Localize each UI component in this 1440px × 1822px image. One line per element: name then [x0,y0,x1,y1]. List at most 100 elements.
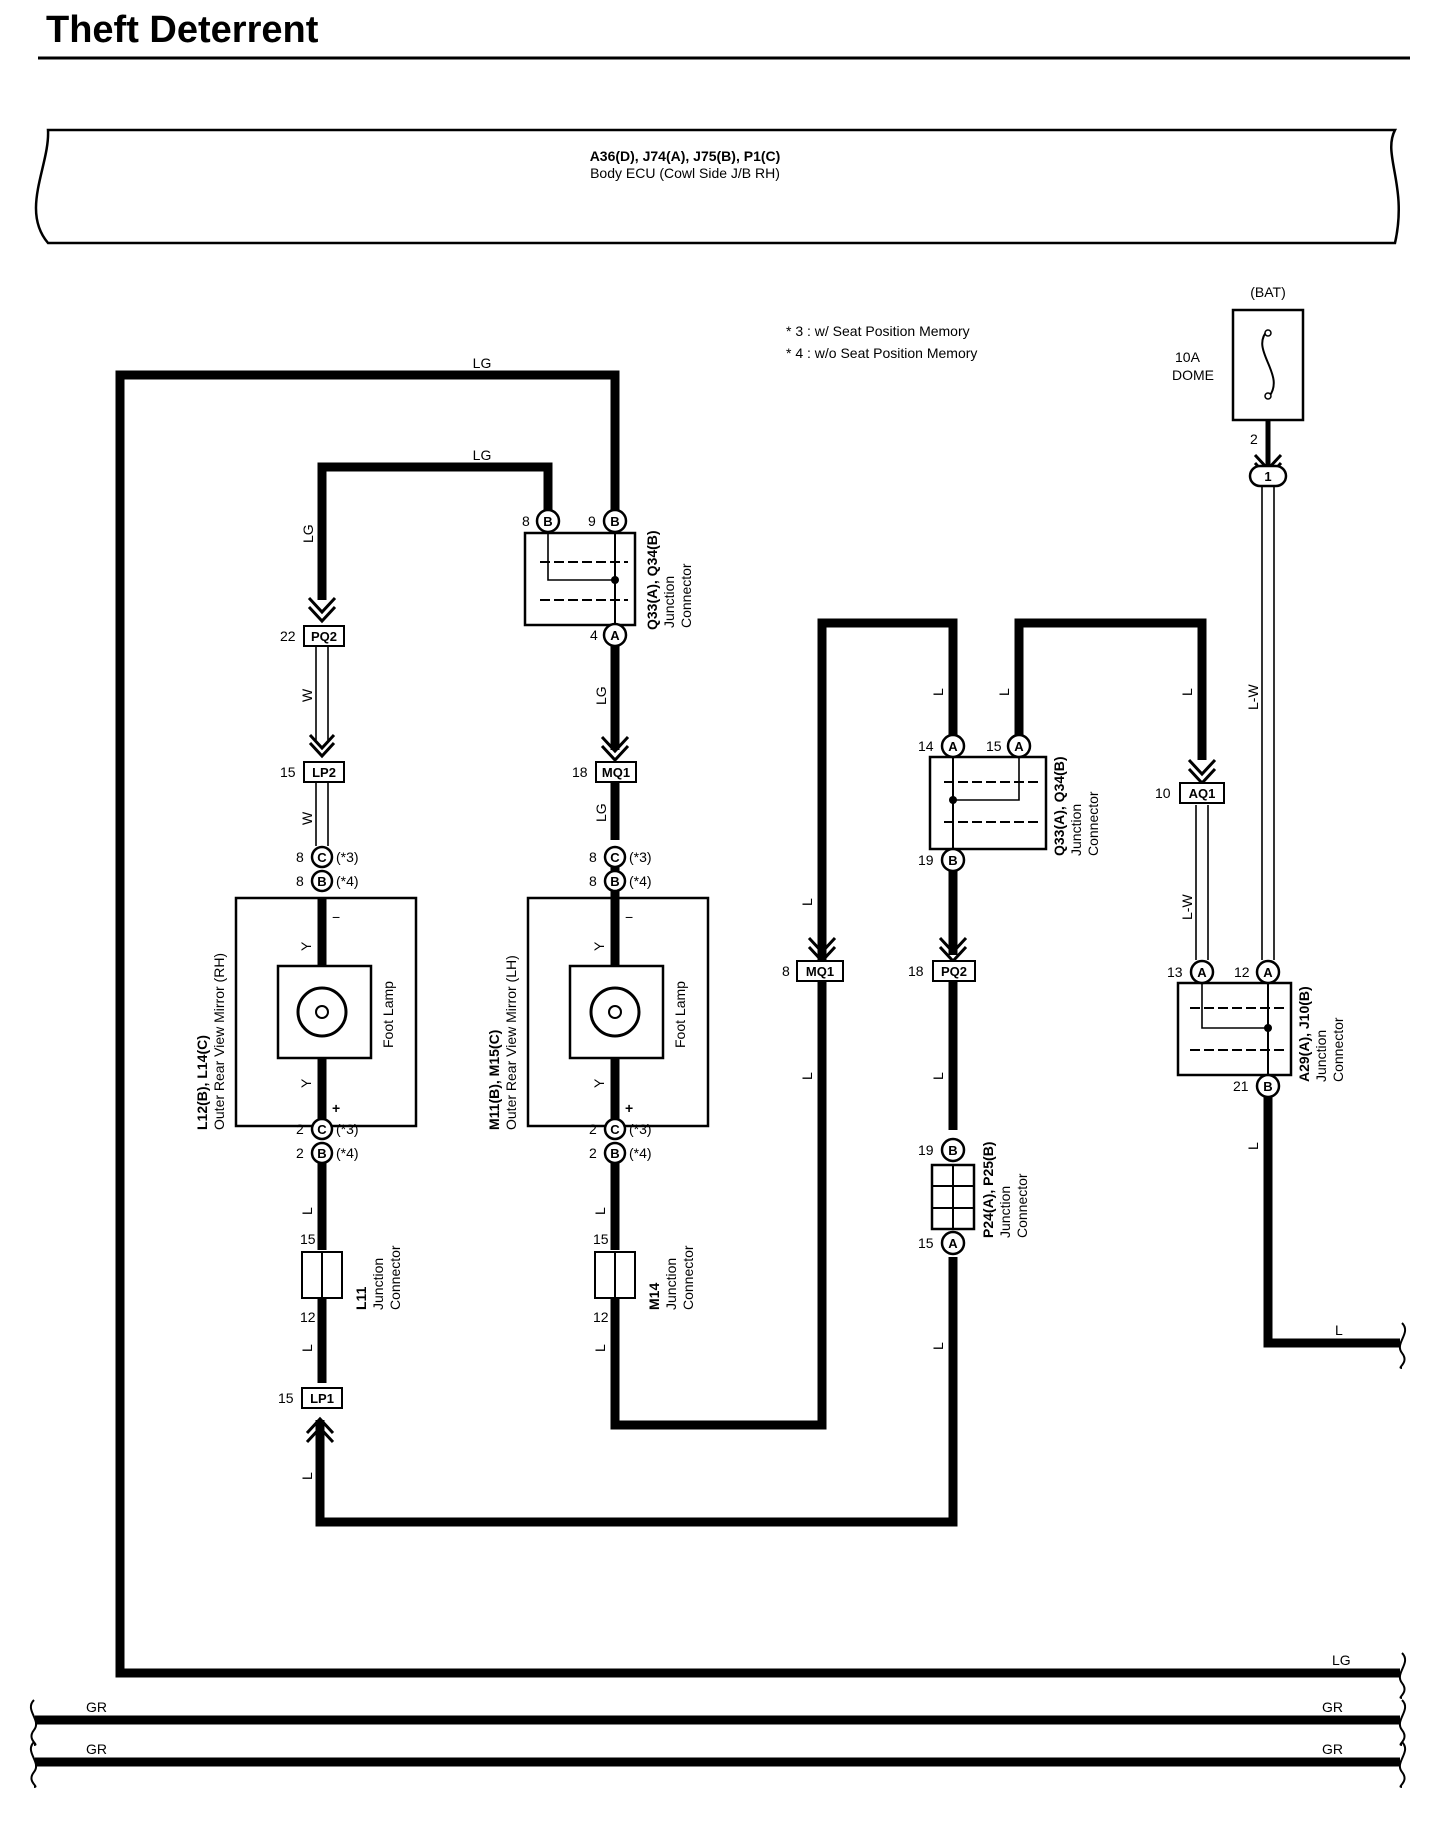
svg-text:A: A [948,1236,958,1251]
l11-junction: Junction [370,1258,386,1310]
svg-text:8: 8 [589,873,597,889]
svg-text:C: C [610,1122,620,1137]
wire-label-l-mid-2: L [799,1072,815,1080]
svg-text:B: B [610,1146,619,1161]
q33-top-pin-4: 4 A [590,622,628,648]
svg-text:10: 10 [1155,785,1171,801]
q33-top-name: Q33(A), Q34(B) [644,530,660,630]
p24-pin-15: 15 A [918,1230,966,1256]
svg-text:A: A [1263,965,1273,980]
a29-pin-12: 12 A [1234,959,1281,985]
double-wires [315,487,1275,960]
svg-text:2: 2 [589,1145,597,1161]
arrow-heads [305,453,1283,1444]
svg-text:19: 19 [918,852,934,868]
mirror-lh-plus: + [625,1100,633,1116]
svg-text:B: B [1263,1079,1272,1094]
svg-text:PQ2: PQ2 [311,629,337,644]
svg-text:8: 8 [589,849,597,865]
wire-label-lg-q33: LG [593,686,609,705]
wire-label-l-lh-1: L [592,1207,608,1215]
svg-text:22: 22 [280,628,296,644]
svg-text:(*4): (*4) [629,1145,652,1161]
p24-pin-19: 19 B [918,1137,966,1163]
wire-label-l-q33-1: L [930,688,946,696]
fuse-rating: 10A [1175,349,1201,365]
svg-text:9: 9 [588,513,596,529]
m14-connector-label: Connector [680,1245,696,1310]
q33-top-junction: Junction [661,576,677,628]
svg-text:LP1: LP1 [310,1391,334,1406]
m14-name: M14 [646,1283,662,1310]
a29-connector-label: Connector [1330,1017,1346,1082]
fuse-pin: 2 [1250,431,1258,447]
wire-label-l-rh-3: L [299,1472,315,1480]
wire-label-l-rh-2: L [299,1344,315,1352]
svg-text:A: A [1197,965,1207,980]
wire-label-lg-mq1: LG [593,803,609,822]
wire-label-gr-right-1: GR [1322,1699,1343,1715]
p24-junction: Junction [997,1186,1013,1238]
pq2-left: 22 PQ2 [280,625,345,647]
mirror-lh-pin-8b: 8 B (*4) [589,869,652,893]
svg-text:12: 12 [593,1309,609,1325]
svg-text:15: 15 [300,1231,316,1247]
svg-text:MQ1: MQ1 [602,765,630,780]
mirror-lh-pin-8c: 8 C (*3) [589,845,652,869]
fuse-name: DOME [1172,367,1214,383]
note-3: * 3 : w/ Seat Position Memory [786,323,970,339]
q33-junction-top [523,528,637,630]
m14-connector: 15 12 [593,1231,636,1325]
p24-name: P24(A), P25(B) [980,1142,996,1238]
svg-text:15: 15 [278,1390,294,1406]
svg-text:B: B [610,514,619,529]
svg-text:AQ1: AQ1 [1189,786,1216,801]
mirror-rh-pin-8c: 8 C (*3) [296,845,359,869]
wire-label-lg-bottom: LG [1332,1652,1351,1668]
mirror-rh-desc: Outer Rear View Mirror (RH) [211,953,227,1130]
svg-text:B: B [317,874,326,889]
svg-text:A: A [610,628,620,643]
svg-text:21: 21 [1233,1078,1249,1094]
body-ecu-connectors: A36(D), J74(A), J75(B), P1(C) [590,148,781,164]
foot-lamp-rh-label: Foot Lamp [380,981,396,1048]
svg-text:4: 4 [590,627,598,643]
wire-label-lg-inner: LG [473,447,492,463]
mirror-lh-minus: − [625,909,633,925]
svg-text:14: 14 [918,738,934,754]
wire-label-lg-left: LG [300,524,316,543]
mirror-rh-plus: + [332,1100,340,1116]
wire-label-l-a29: L [1245,1142,1261,1150]
svg-text:15: 15 [593,1231,609,1247]
svg-text:C: C [317,850,327,865]
mirror-rh-minus: − [332,909,340,925]
svg-text:B: B [317,1146,326,1161]
q33-right-connector: Connector [1085,791,1101,856]
wire-label-lg-top: LG [473,355,492,371]
svg-text:1: 1 [1264,469,1271,484]
mirror-lh-desc: Outer Rear View Mirror (LH) [503,955,519,1130]
svg-text:B: B [948,853,957,868]
svg-text:B: B [543,514,552,529]
svg-text:15: 15 [986,738,1002,754]
q33-right-pin-15: 15 A [986,733,1032,759]
q33-right-pin-19: 19 B [918,847,966,873]
mirror-lh-y-bottom: Y [591,1078,607,1088]
mirror-rh-pin-2c: 2 C (*3) [296,1117,359,1141]
wire-label-gr-right-2: GR [1322,1741,1343,1757]
mq1-right: 8 MQ1 [782,960,844,982]
wire-label-l-pq2-1: L [930,1072,946,1080]
svg-text:2: 2 [589,1121,597,1137]
svg-text:13: 13 [1167,964,1183,980]
wire-label-lw-right: L-W [1245,684,1261,710]
svg-text:(*3): (*3) [336,849,359,865]
wire-label-l-mid-1: L [799,898,815,906]
fuse-symbol [1261,329,1275,399]
svg-text:B: B [948,1143,957,1158]
pq2-right: 18 PQ2 [908,960,976,982]
wire-label-l-pq2-2: L [930,1342,946,1350]
wire-w-1: W [299,688,315,702]
svg-text:MQ1: MQ1 [806,964,834,979]
svg-text:2: 2 [296,1145,304,1161]
wire-label-lw-aq1: L-W [1179,894,1195,920]
